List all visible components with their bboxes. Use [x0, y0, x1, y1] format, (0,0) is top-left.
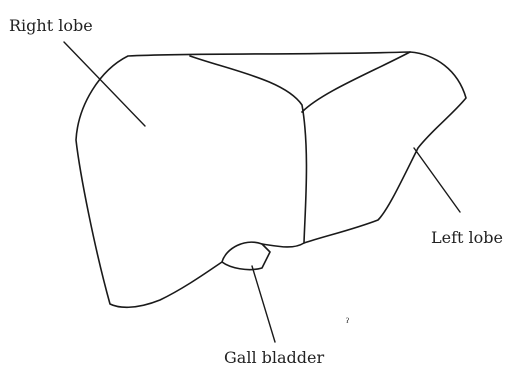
gall-bladder-outline	[222, 242, 262, 262]
liver-outline	[76, 52, 466, 307]
stray-mark: ˀ	[346, 317, 349, 329]
left-lobe-label: Left lobe	[431, 230, 503, 246]
left-lobe-leader	[414, 148, 460, 212]
gall-bladder-leader	[252, 266, 275, 342]
gall-bladder-label: Gall bladder	[224, 350, 324, 366]
right-lobe-label: Right lobe	[9, 18, 93, 34]
left-lobe-upper-line	[302, 52, 410, 112]
right-lobe-leader	[64, 42, 145, 126]
lobe-divider-line	[190, 56, 306, 243]
